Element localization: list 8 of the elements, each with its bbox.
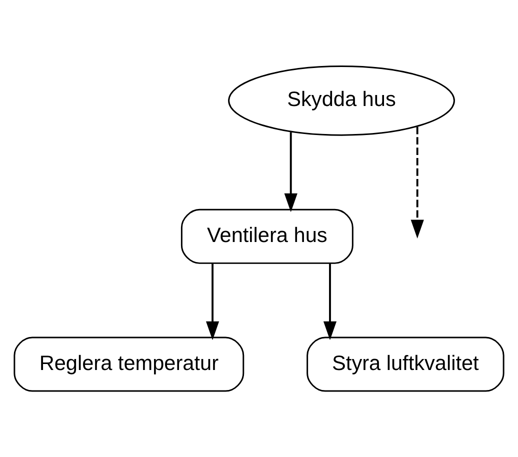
arrow	[410, 126, 424, 239]
node-box: Styra luftkvalitet	[306, 336, 504, 392]
arrow	[323, 264, 337, 340]
arrow	[284, 132, 298, 212]
node-ellipse: Skydda hus	[228, 65, 455, 136]
node-box: Reglera temperatur	[14, 336, 244, 392]
node-box: Ventilera hus	[180, 208, 354, 264]
arrow	[206, 264, 220, 340]
